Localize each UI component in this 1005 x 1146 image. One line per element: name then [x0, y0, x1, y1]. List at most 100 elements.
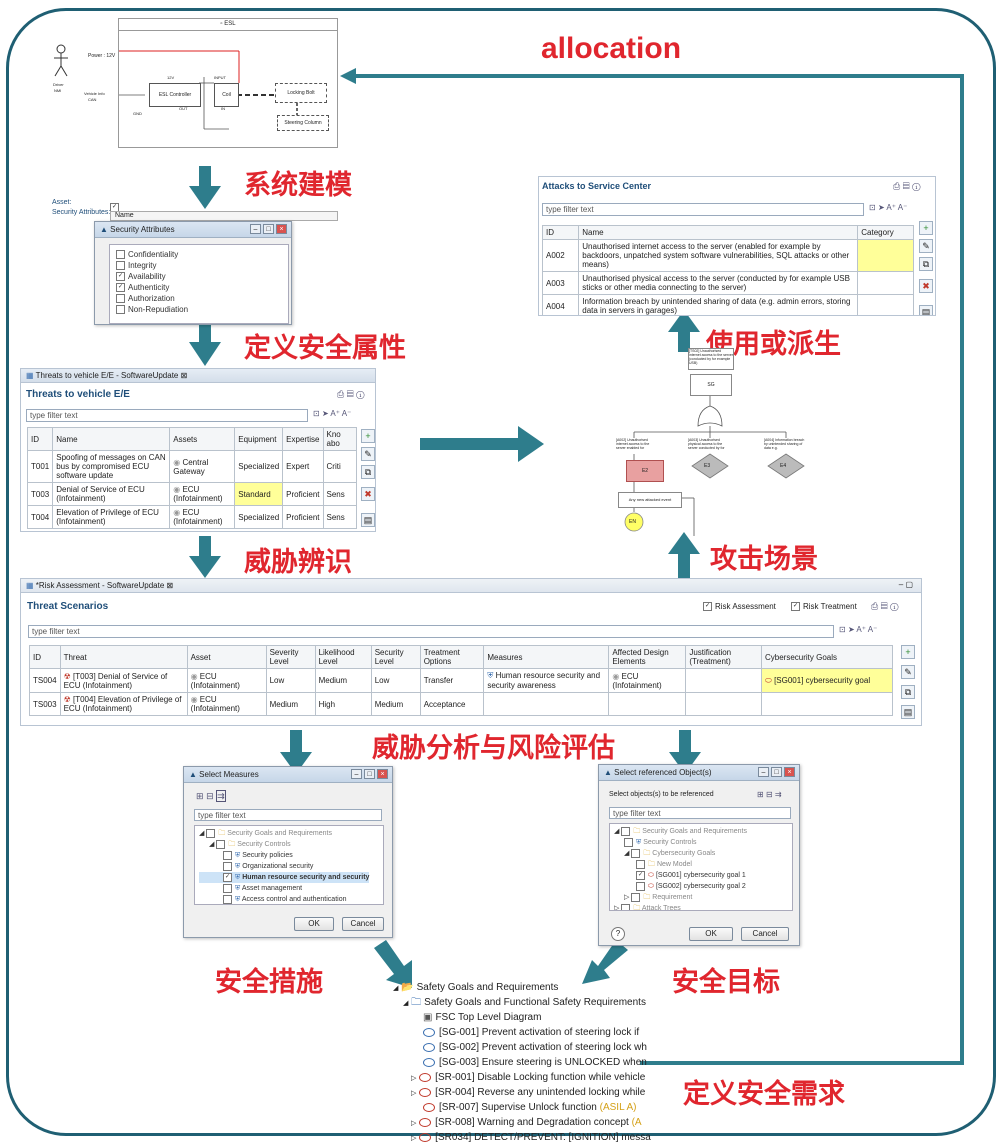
attribute-checkbox[interactable]: [116, 261, 125, 271]
tree-item[interactable]: ▷ 🗀 Attack Trees: [614, 903, 747, 911]
maximize-button[interactable]: □: [263, 224, 274, 234]
tree-item-sr1[interactable]: ▷ [SR-001] Disable Locking function whil…: [411, 1072, 646, 1083]
font-decrease-icon[interactable]: A⁻: [341, 409, 352, 418]
expand-icon[interactable]: ▷: [614, 905, 622, 911]
tree-item-sr34[interactable]: ▷ [SR034] DETECT/PREVENT: [IGNITION] mes…: [411, 1132, 651, 1143]
column-header[interactable]: Assets: [169, 427, 236, 451]
print-icon[interactable]: ⎙: [893, 181, 901, 191]
tree-item-sr8[interactable]: ▷ [SR-008] Warning and Degradation conce…: [411, 1117, 642, 1128]
export-icon[interactable]: ▤: [346, 389, 354, 399]
tree-checkbox[interactable]: ✓: [636, 870, 645, 880]
tree-root[interactable]: ◢ 📂Safety Goals and Requirements: [393, 982, 559, 994]
close-tab-icon[interactable]: ⊠: [166, 581, 174, 590]
font-increase-icon[interactable]: A⁺: [886, 203, 896, 212]
tree-checkbox[interactable]: [624, 837, 633, 847]
help-icon[interactable]: ⓘ: [912, 181, 921, 191]
tree-checkbox[interactable]: [621, 903, 631, 910]
column-header[interactable]: Justification (Treatment): [685, 645, 762, 669]
table-view-button[interactable]: ▤: [919, 305, 933, 315]
threats-tab[interactable]: ▦ Threats to vehicle E/E - SoftwareUpdat…: [21, 369, 375, 383]
expand-icon[interactable]: ◢: [209, 841, 217, 848]
close-tab-icon[interactable]: ⊠: [180, 371, 188, 380]
risk-tab[interactable]: ▦ *Risk Assessment - SoftwareUpdate ⊠ – …: [21, 579, 921, 593]
tree-checkbox[interactable]: [621, 826, 631, 836]
tree-folder[interactable]: ◢ 🗀Safety Goals and Functional Safety Re…: [403, 997, 646, 1009]
tree-checkbox[interactable]: [636, 859, 645, 869]
attribute-item[interactable]: ✓Authenticity: [116, 282, 188, 293]
close-button[interactable]: ×: [784, 767, 795, 777]
tree-checkbox[interactable]: [636, 881, 645, 891]
tree-checkbox[interactable]: [216, 839, 226, 849]
cell-likelihood[interactable]: High: [314, 692, 372, 716]
collapse-all-icon[interactable]: ⊟: [765, 790, 773, 799]
cell-category[interactable]: [857, 271, 914, 295]
table-view-button[interactable]: ▤: [361, 513, 375, 527]
attribute-checkbox[interactable]: [116, 250, 125, 260]
expand-icon[interactable]: ◢: [624, 850, 632, 857]
column-header[interactable]: Asset: [186, 645, 267, 669]
cell-measures[interactable]: [483, 692, 610, 716]
cancel-button[interactable]: Cancel: [342, 917, 384, 931]
column-header[interactable]: ID: [541, 225, 580, 240]
column-header[interactable]: Security Level: [370, 645, 421, 669]
column-header[interactable]: Name: [52, 427, 171, 451]
tree-item[interactable]: 🗀 New Model: [614, 859, 747, 870]
tree-checkbox[interactable]: [631, 892, 641, 902]
copy-button[interactable]: ⧉: [901, 685, 915, 699]
minimize-icon[interactable]: –: [898, 580, 904, 589]
tree-checkbox[interactable]: ✓: [223, 872, 232, 882]
tree-item[interactable]: ⛨ Security policies: [199, 850, 369, 861]
attribute-item[interactable]: Authorization: [116, 293, 188, 304]
collapse-all-icon[interactable]: ⊟: [206, 791, 214, 801]
tree-item[interactable]: ⛨ Asset management: [199, 883, 369, 894]
cell-equipment[interactable]: Specialized: [234, 505, 284, 529]
tree-item[interactable]: ▷ 🗀 Requirement: [614, 892, 747, 903]
minimize-button[interactable]: –: [758, 767, 769, 777]
column-header[interactable]: ID: [29, 645, 61, 669]
expand-all-icon[interactable]: ⊞: [196, 791, 204, 801]
print-icon[interactable]: ⎙: [871, 601, 879, 611]
tree-checkbox[interactable]: [206, 828, 216, 838]
font-decrease-icon[interactable]: A⁻: [897, 203, 908, 212]
column-header[interactable]: Category: [857, 225, 914, 240]
add-button[interactable]: +: [901, 645, 915, 659]
measures-filter-input[interactable]: type filter text: [194, 809, 382, 821]
column-header[interactable]: Expertise: [282, 427, 324, 451]
edit-button[interactable]: ✎: [901, 665, 915, 679]
expand-icon[interactable]: ◢: [614, 828, 622, 835]
attribute-item[interactable]: Integrity: [116, 260, 188, 271]
column-header[interactable]: Threat: [59, 645, 188, 669]
cell-goals[interactable]: [761, 692, 893, 716]
tree-checkbox[interactable]: [223, 850, 232, 860]
select-all-icon[interactable]: ⇉: [216, 790, 226, 802]
export-icon[interactable]: ▤: [880, 601, 888, 611]
tree-item[interactable]: ◢ 🗀 Cybersecurity Goals: [614, 848, 747, 859]
column-header[interactable]: Cybersecurity Goals: [761, 645, 893, 669]
attribute-checkbox[interactable]: ✓: [116, 283, 125, 293]
column-header[interactable]: Affected Design Elements: [608, 645, 687, 669]
delete-button[interactable]: ✖: [919, 279, 933, 293]
cell-severity[interactable]: Low: [265, 668, 316, 693]
tree-item-sr4[interactable]: ▷ [SR-004] Reverse any unintended lockin…: [411, 1087, 646, 1098]
cell-category[interactable]: [857, 294, 914, 315]
column-header[interactable]: Name: [578, 225, 859, 240]
ok-button[interactable]: OK: [689, 927, 733, 941]
go-icon[interactable]: ➤: [877, 203, 885, 212]
help-icon[interactable]: ⓘ: [356, 389, 365, 399]
help-icon[interactable]: ⓘ: [890, 601, 899, 611]
copy-button[interactable]: ⧉: [361, 465, 375, 479]
maximize-icon[interactable]: ▢: [905, 580, 913, 589]
threats-filter-input[interactable]: type filter text: [26, 409, 308, 422]
tree-item-diagram[interactable]: ▣FSC Top Level Diagram: [423, 1012, 542, 1024]
tree-item[interactable]: ◢ 🗀 Security Goals and Requirements: [199, 828, 369, 839]
cell-treatment[interactable]: Transfer: [419, 668, 485, 693]
column-header[interactable]: Measures: [483, 645, 610, 669]
add-button[interactable]: +: [361, 429, 375, 443]
cell-treatment[interactable]: Acceptance: [419, 692, 485, 716]
